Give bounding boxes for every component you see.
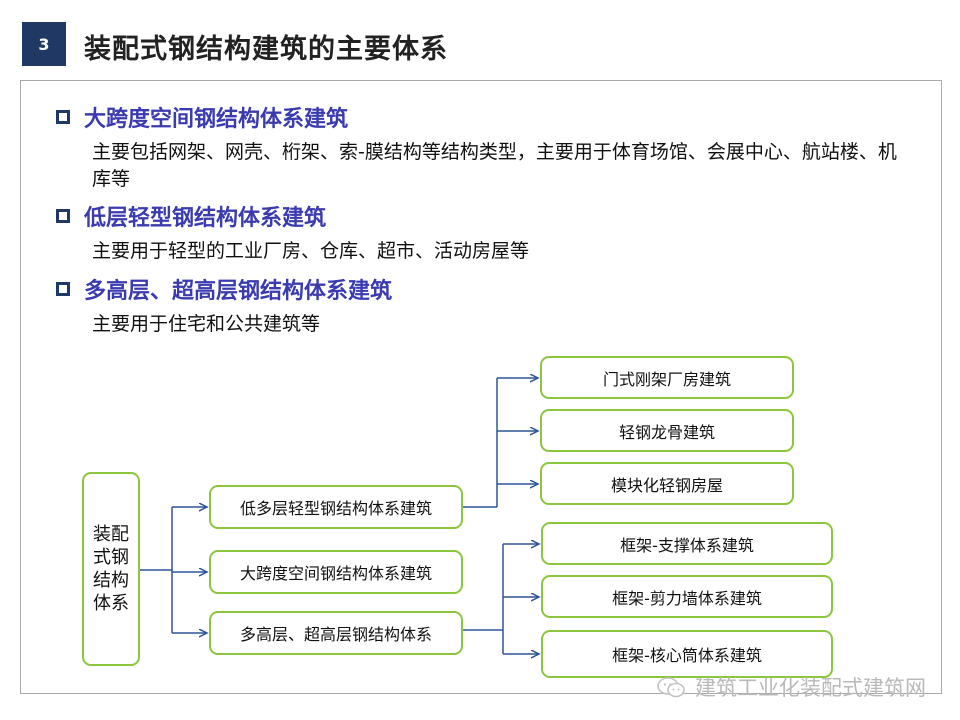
section-heading-text: 低层轻型钢结构体系建筑: [84, 206, 327, 231]
square-bullet-icon: [56, 110, 70, 124]
diagram-branch-large-span: 大跨度空间钢结构体系建筑: [209, 550, 463, 594]
diagram-leaf-frame-core-tube: 框架-核心筒体系建筑: [541, 630, 833, 678]
section-heading-low-rise: 低层轻型钢结构体系建筑: [56, 199, 326, 233]
slide-number-badge: 3: [22, 22, 66, 66]
watermark: 建筑工业化装配式建筑网: [657, 672, 926, 702]
section-heading-large-span: 大跨度空间钢结构体系建筑: [56, 100, 348, 134]
wechat-icon: [657, 677, 685, 698]
diagram-root-node: 装配式钢结构体系: [82, 472, 140, 666]
diagram-branch-low-rise: 低多层轻型钢结构体系建筑: [209, 485, 463, 529]
diagram-leaf-portal-frame: 门式刚架厂房建筑: [540, 356, 794, 399]
section-heading-text: 大跨度空间钢结构体系建筑: [84, 107, 349, 132]
section-description: 主要用于住宅和公共建筑等: [92, 313, 321, 335]
slide-title: 装配式钢结构建筑的主要体系: [84, 33, 448, 65]
section-description: 主要包括网架、网壳、桁架、索-膜结构等结构类型，主要用于体育场馆、会展中心、航站…: [92, 141, 897, 190]
section-heading-high-rise: 多高层、超高层钢结构体系建筑: [56, 272, 392, 306]
diagram-leaf-modular-house: 模块化轻钢房屋: [540, 462, 794, 505]
diagram-branch-high-rise: 多高层、超高层钢结构体系: [209, 611, 463, 655]
diagram-leaf-frame-shear-wall: 框架-剪力墙体系建筑: [541, 575, 833, 618]
section-heading-text: 多高层、超高层钢结构体系建筑: [84, 279, 393, 304]
diagram-leaf-light-steel-keel: 轻钢龙骨建筑: [540, 409, 794, 452]
square-bullet-icon: [56, 282, 70, 296]
diagram-leaf-frame-brace: 框架-支撑体系建筑: [541, 522, 833, 565]
section-description: 主要用于轻型的工业厂房、仓库、超市、活动房屋等: [92, 240, 530, 262]
square-bullet-icon: [56, 209, 70, 223]
watermark-text: 建筑工业化装配式建筑网: [695, 676, 926, 700]
